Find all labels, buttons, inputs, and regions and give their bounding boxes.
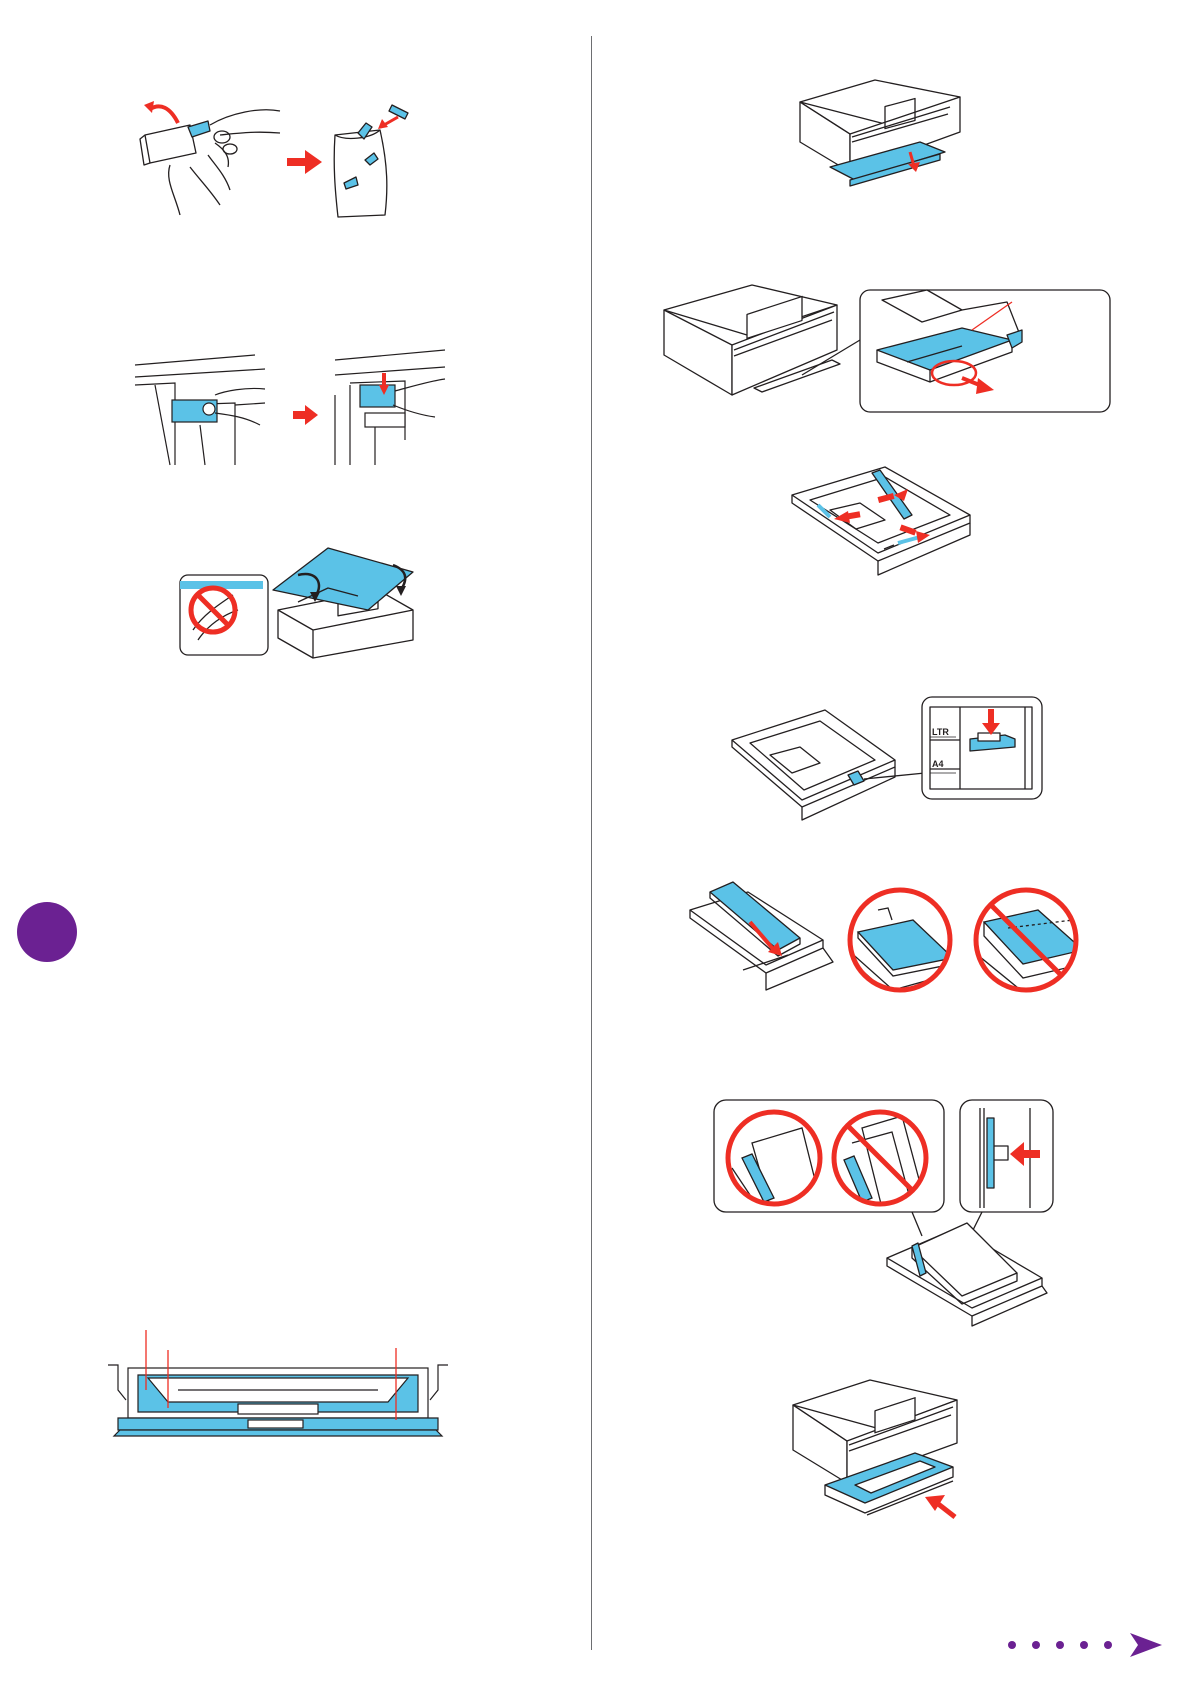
figure-remove-cartridge-cap xyxy=(130,95,450,220)
figure-set-paper-size-guide: LTR A4 xyxy=(730,695,1045,825)
figure-adjust-edge-guide-against-paper xyxy=(712,1098,1057,1328)
next-page-arrow-icon[interactable] xyxy=(1006,1630,1166,1660)
figure-printer-output-tray xyxy=(790,72,980,207)
figure-insert-paper-cassette xyxy=(785,1375,975,1535)
figure-pull-out-paper-cassette xyxy=(662,280,1112,415)
guide-label-ltr: LTR xyxy=(932,727,949,737)
step-badge xyxy=(17,902,77,962)
figure-load-paper-correct-incorrect xyxy=(688,880,1088,1005)
figure-insert-cartridge xyxy=(135,355,445,465)
figure-printer-interior-front-view xyxy=(108,1330,458,1450)
column-divider xyxy=(591,36,592,1650)
guide-label-a4: A4 xyxy=(932,759,944,769)
figure-slide-edge-guides xyxy=(790,465,980,580)
figure-close-scanner-unit xyxy=(178,530,448,660)
